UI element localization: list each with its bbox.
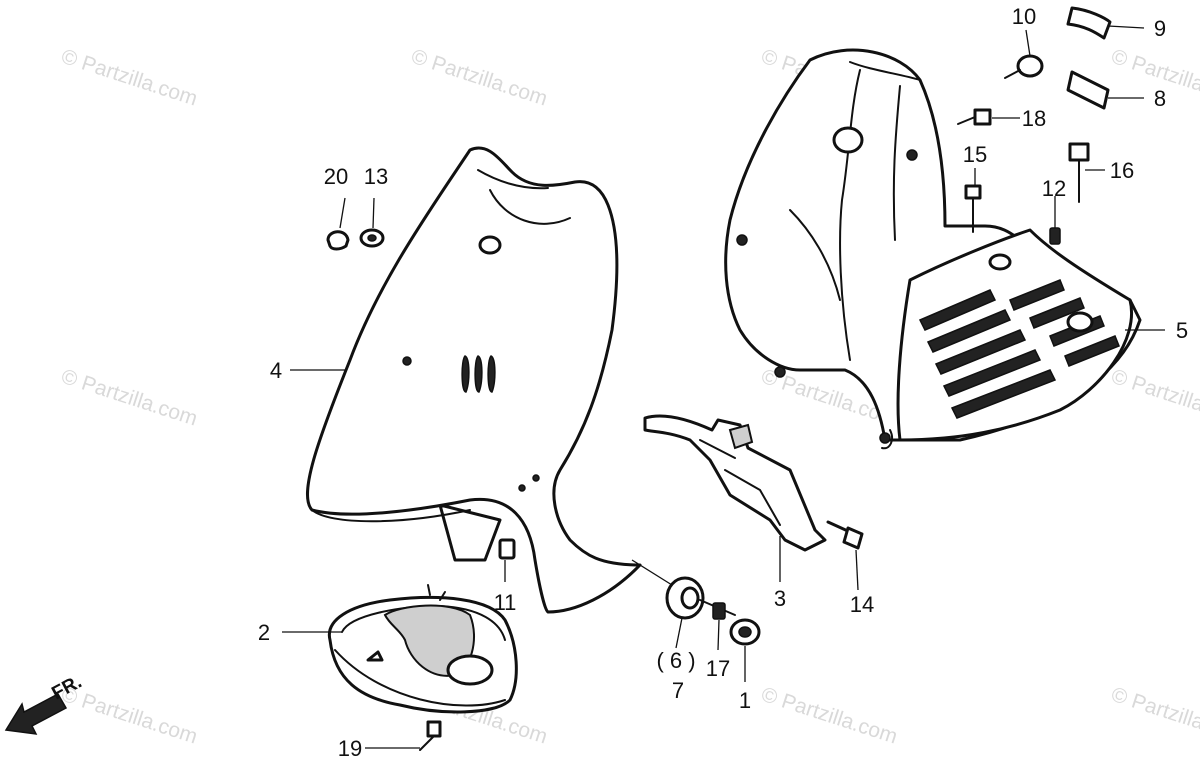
callout-7: 7 (672, 678, 684, 703)
callout-9: 9 (1154, 16, 1166, 41)
part-20-cap-nut (326, 230, 350, 251)
part-14-bolt (826, 520, 864, 550)
callout-3: 3 (774, 586, 786, 611)
part-2-pocket-lid (327, 584, 518, 714)
front-arrow-icon (4, 692, 68, 735)
watermark: © Partzilla.com (1108, 365, 1200, 431)
callout-4: 4 (270, 358, 282, 383)
callout-1: 1 (739, 688, 751, 713)
watermark: © Partzilla.com (58, 45, 200, 111)
watermark: © Partzilla.com (58, 365, 200, 431)
part-17-collar (712, 602, 726, 620)
callout-14: 14 (850, 592, 874, 617)
callout-18: 18 (1022, 106, 1046, 131)
part-5-inner-body (724, 48, 1142, 450)
callout-2: 2 (258, 620, 270, 645)
callout-10: 10 (1012, 4, 1036, 29)
part-7-damper (665, 576, 736, 620)
callout-labels: 1 2 3 4 5 ( 6 ) 7 8 9 10 11 12 13 14 15 … (258, 4, 1188, 761)
watermark: © Partzilla.com (408, 45, 550, 111)
part-8-sticker (1066, 70, 1110, 110)
watermark: © Partzilla.com (758, 683, 900, 749)
part-9-sticker (1066, 6, 1112, 40)
part-12-nut-clip (1049, 227, 1061, 245)
callout-15: 15 (963, 142, 987, 167)
watermark: © Partzilla.com (1108, 683, 1200, 749)
callout-8: 8 (1154, 86, 1166, 111)
leader-lines (282, 25, 1165, 749)
part-11-clip (498, 538, 516, 560)
part-19-screw (419, 720, 442, 751)
callout-17: 17 (706, 656, 730, 681)
callout-12: 12 (1042, 176, 1066, 201)
part-1-grommet (729, 618, 761, 646)
part-16-bolt (1068, 142, 1090, 203)
part-13-washer (359, 228, 385, 248)
part-10-fastener (1004, 54, 1044, 79)
callout-6: ( 6 ) (656, 648, 695, 673)
callout-16: 16 (1110, 158, 1134, 183)
callout-5: 5 (1176, 318, 1188, 343)
part-3-bracket (643, 414, 827, 552)
callout-19: 19 (338, 736, 362, 761)
part-18-screw (957, 108, 992, 126)
part-4-front-cover (305, 146, 642, 614)
callout-13: 13 (364, 164, 388, 189)
callout-20: 20 (324, 164, 348, 189)
callout-11: 11 (494, 590, 517, 615)
